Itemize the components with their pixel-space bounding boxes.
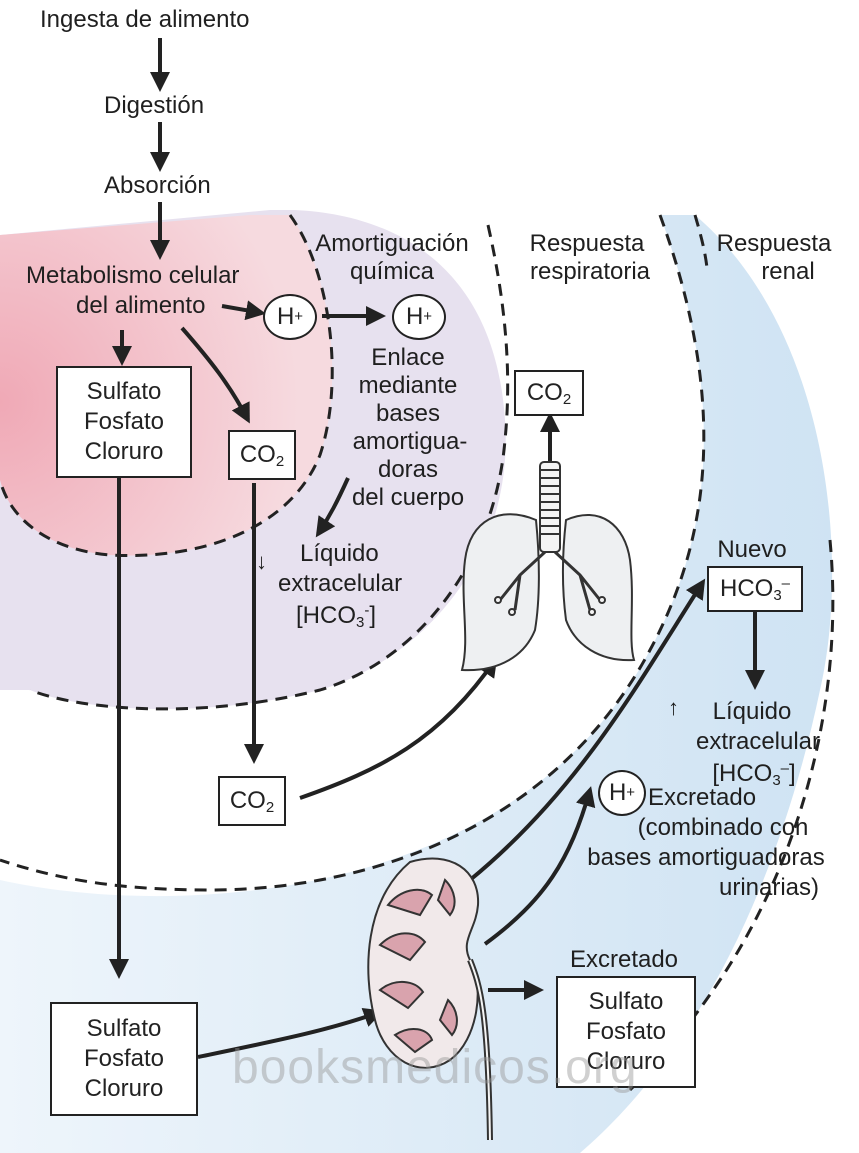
- digestion-label: Digestión: [104, 92, 204, 120]
- ecf-left-line1: Líquido: [300, 540, 379, 568]
- ecf-left-down-marker: ↓: [256, 548, 267, 576]
- co2-box-respiratory: CO2: [514, 370, 584, 416]
- ecf-right-line2: extracelular: [696, 728, 820, 756]
- buffer-binding-line4: amortigua-: [353, 428, 468, 456]
- excreted-h-detail-line2: bases amortiguadoras: [587, 844, 824, 872]
- new-bicarbonate-label: Nuevo: [717, 536, 786, 564]
- respiratory-title-line1: Respuesta: [530, 230, 645, 258]
- metabolism-label-line1: Metabolismo celular: [26, 262, 239, 290]
- ecf-right-up-marker: ↑: [668, 694, 679, 722]
- watermark-text: booksmedicos.org: [232, 1040, 638, 1095]
- hydrogen-ion-metabolism: H+: [263, 294, 317, 340]
- new-bicarbonate-box: HCO3–: [707, 566, 803, 612]
- renal-title-line2: renal: [761, 258, 814, 286]
- excreted-h-title: Excretado: [648, 784, 756, 812]
- co2-box-blood: CO2: [218, 776, 286, 826]
- renal-title-line1: Respuesta: [717, 230, 832, 258]
- excreted-anions-title: Excretado: [570, 946, 678, 974]
- metabolism-label-line2: del alimento: [76, 292, 205, 320]
- buffer-binding-line5: doras: [378, 456, 438, 484]
- anions-box-blood: Sulfato Fosfato Cloruro: [50, 1002, 198, 1116]
- excreted-h-detail-line1: (combinado con: [638, 814, 809, 842]
- hydrogen-ion-buffer: H+: [392, 294, 446, 340]
- hydrogen-ion-excreted: H+: [598, 770, 646, 816]
- chemical-buffer-title-line2: química: [350, 258, 434, 286]
- absorption-label: Absorción: [104, 172, 211, 200]
- ecf-left-bicarbonate: [HCO3-]: [296, 602, 376, 630]
- buffer-binding-line3: bases: [376, 400, 440, 428]
- buffer-binding-line2: mediante: [359, 372, 458, 400]
- ecf-left-line2: extracelular: [278, 570, 402, 598]
- buffer-binding-line1: Enlace: [371, 344, 444, 372]
- excreted-h-detail-line3: urinarias): [719, 874, 819, 902]
- respiratory-title-line2: respiratoria: [530, 258, 650, 286]
- anions-box-metabolism: Sulfato Fosfato Cloruro: [56, 366, 192, 478]
- co2-box-metabolism: CO2: [228, 430, 296, 480]
- ecf-right-line1: Líquido: [713, 698, 792, 726]
- chemical-buffer-title-line1: Amortiguación: [315, 230, 468, 258]
- buffer-binding-line6: del cuerpo: [352, 484, 464, 512]
- ingestion-label: Ingesta de alimento: [40, 6, 249, 34]
